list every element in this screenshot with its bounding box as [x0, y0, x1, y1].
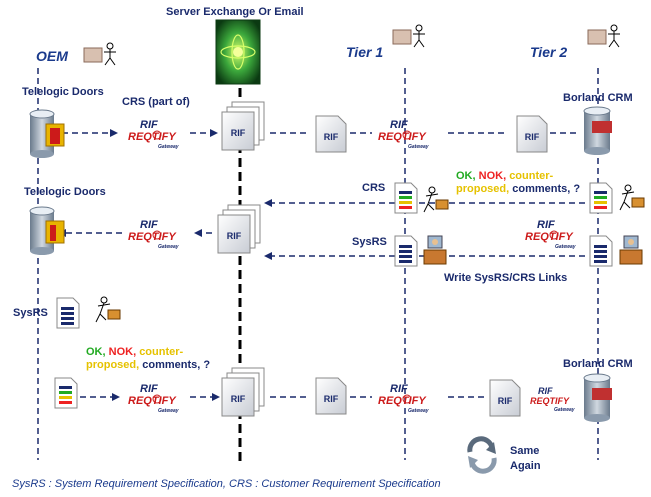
page-title: Server Exchange Or Email	[166, 6, 304, 18]
actor-tier2-label: Tier 2	[530, 44, 568, 60]
rif-document: RIF	[489, 379, 521, 417]
svg-text:REQTIFY: REQTIFY	[530, 396, 570, 406]
borland-crm-label: Borland CRM	[563, 92, 633, 104]
svg-text:REQTIFY: REQTIFY	[128, 131, 177, 143]
reqtify-gateway-logo: RIF REQTIFY Gateway	[128, 383, 179, 414]
crs-label: CRS	[362, 182, 386, 194]
svg-text:Gateway: Gateway	[158, 144, 179, 150]
svg-text:RIF: RIF	[231, 128, 246, 138]
svg-text:RIF: RIF	[231, 394, 246, 404]
rif-stack-2: RIF	[217, 204, 261, 254]
svg-text:Gateway: Gateway	[158, 244, 179, 250]
tier2-actor-icon	[587, 24, 620, 48]
svg-text:Gateway: Gateway	[158, 408, 179, 414]
same-label: Same	[510, 445, 540, 457]
borland-crm-db-icon-2	[583, 373, 612, 422]
reqtify-gateway-logo: RIF REQTIFY Gateway	[128, 219, 179, 250]
actor-tier1-label: Tier 1	[346, 44, 384, 60]
again-label: Again	[510, 460, 541, 472]
reqtify-gateway-logo: RIF REQTIFY Gateway	[378, 383, 429, 414]
arrow-heads	[58, 129, 272, 401]
status-document-icon	[394, 182, 418, 214]
status-legend-oem: OK, NOK, counter- proposed, comments, ?	[86, 346, 211, 371]
svg-text:RIF: RIF	[537, 219, 555, 231]
desk-worker-icon	[619, 235, 643, 265]
spec-document-icon	[394, 235, 418, 267]
rif-document: RIF	[315, 377, 347, 415]
sysrs-oem-label: SysRS	[13, 307, 48, 319]
server-icon	[215, 19, 261, 85]
telelogic-doors-label: Telelogic Doors	[22, 86, 104, 98]
reviewer-icon	[619, 184, 645, 211]
telelogic-doors-db-icon-2	[29, 206, 65, 255]
status-legend-tier: OK, NOK, counter- proposed, comments, ?	[456, 170, 581, 195]
svg-text:RIF: RIF	[390, 119, 408, 131]
borland-crm-db-icon	[583, 106, 612, 155]
svg-text:RIF: RIF	[324, 132, 339, 142]
reqtify-gateway-logo: RIF REQTIFY Gateway	[530, 386, 575, 413]
svg-text:REQTIFY: REQTIFY	[128, 395, 177, 407]
svg-text:RIF: RIF	[227, 231, 242, 241]
svg-text:REQTIFY: REQTIFY	[378, 131, 427, 143]
oem-actor-icon	[83, 42, 116, 66]
tier1-actor-icon	[392, 24, 425, 48]
spec-document-icon	[589, 235, 613, 267]
rif-stack-3: RIF	[221, 367, 265, 417]
svg-text:REQTIFY: REQTIFY	[378, 395, 427, 407]
rif-document: RIF	[315, 115, 347, 153]
flow-arrows	[62, 132, 585, 398]
telelogic-doors-label-2: Telelogic Doors	[24, 186, 106, 198]
svg-text:RIF: RIF	[390, 383, 408, 395]
reviewer-icon	[95, 296, 121, 323]
telelogic-doors-db-icon	[29, 109, 65, 158]
reqtify-gateway-logo: RIF REQTIFY Gateway	[525, 219, 576, 250]
footer-legend: SysRS : System Requirement Specification…	[12, 478, 441, 490]
sysrs-tier1-label: SysRS	[352, 236, 387, 248]
status-document-icon	[54, 377, 78, 409]
svg-text:RIF: RIF	[525, 132, 540, 142]
spec-document-icon	[56, 297, 80, 329]
reqtify-gateway-logo: RIF REQTIFY Gateway	[128, 119, 179, 150]
svg-text:Gateway: Gateway	[408, 408, 429, 414]
crs-part-of-label: CRS (part of)	[122, 96, 190, 108]
svg-text:Gateway: Gateway	[554, 407, 575, 413]
refresh-icon	[467, 436, 497, 474]
svg-text:Gateway: Gateway	[408, 144, 429, 150]
svg-text:RIF: RIF	[140, 119, 158, 131]
write-links-label: Write SysRS/CRS Links	[444, 272, 568, 284]
desk-worker-icon	[423, 235, 447, 265]
reviewer-icon	[423, 186, 449, 213]
svg-text:RIF: RIF	[140, 219, 158, 231]
svg-text:REQTIFY: REQTIFY	[128, 231, 177, 243]
svg-text:RIF: RIF	[498, 396, 513, 406]
actor-oem-label: OEM	[36, 48, 68, 64]
svg-text:Gateway: Gateway	[555, 244, 576, 250]
svg-text:RIF: RIF	[538, 386, 553, 396]
rif-document: RIF	[516, 115, 548, 153]
svg-text:RIF: RIF	[140, 383, 158, 395]
svg-text:RIF: RIF	[324, 394, 339, 404]
reqtify-gateway-logo: RIF REQTIFY Gateway	[378, 119, 429, 150]
status-document-icon	[589, 182, 613, 214]
borland-crm-label-2: Borland CRM	[563, 358, 633, 370]
svg-text:REQTIFY: REQTIFY	[525, 231, 574, 243]
rif-stack-1: RIF	[221, 101, 265, 151]
